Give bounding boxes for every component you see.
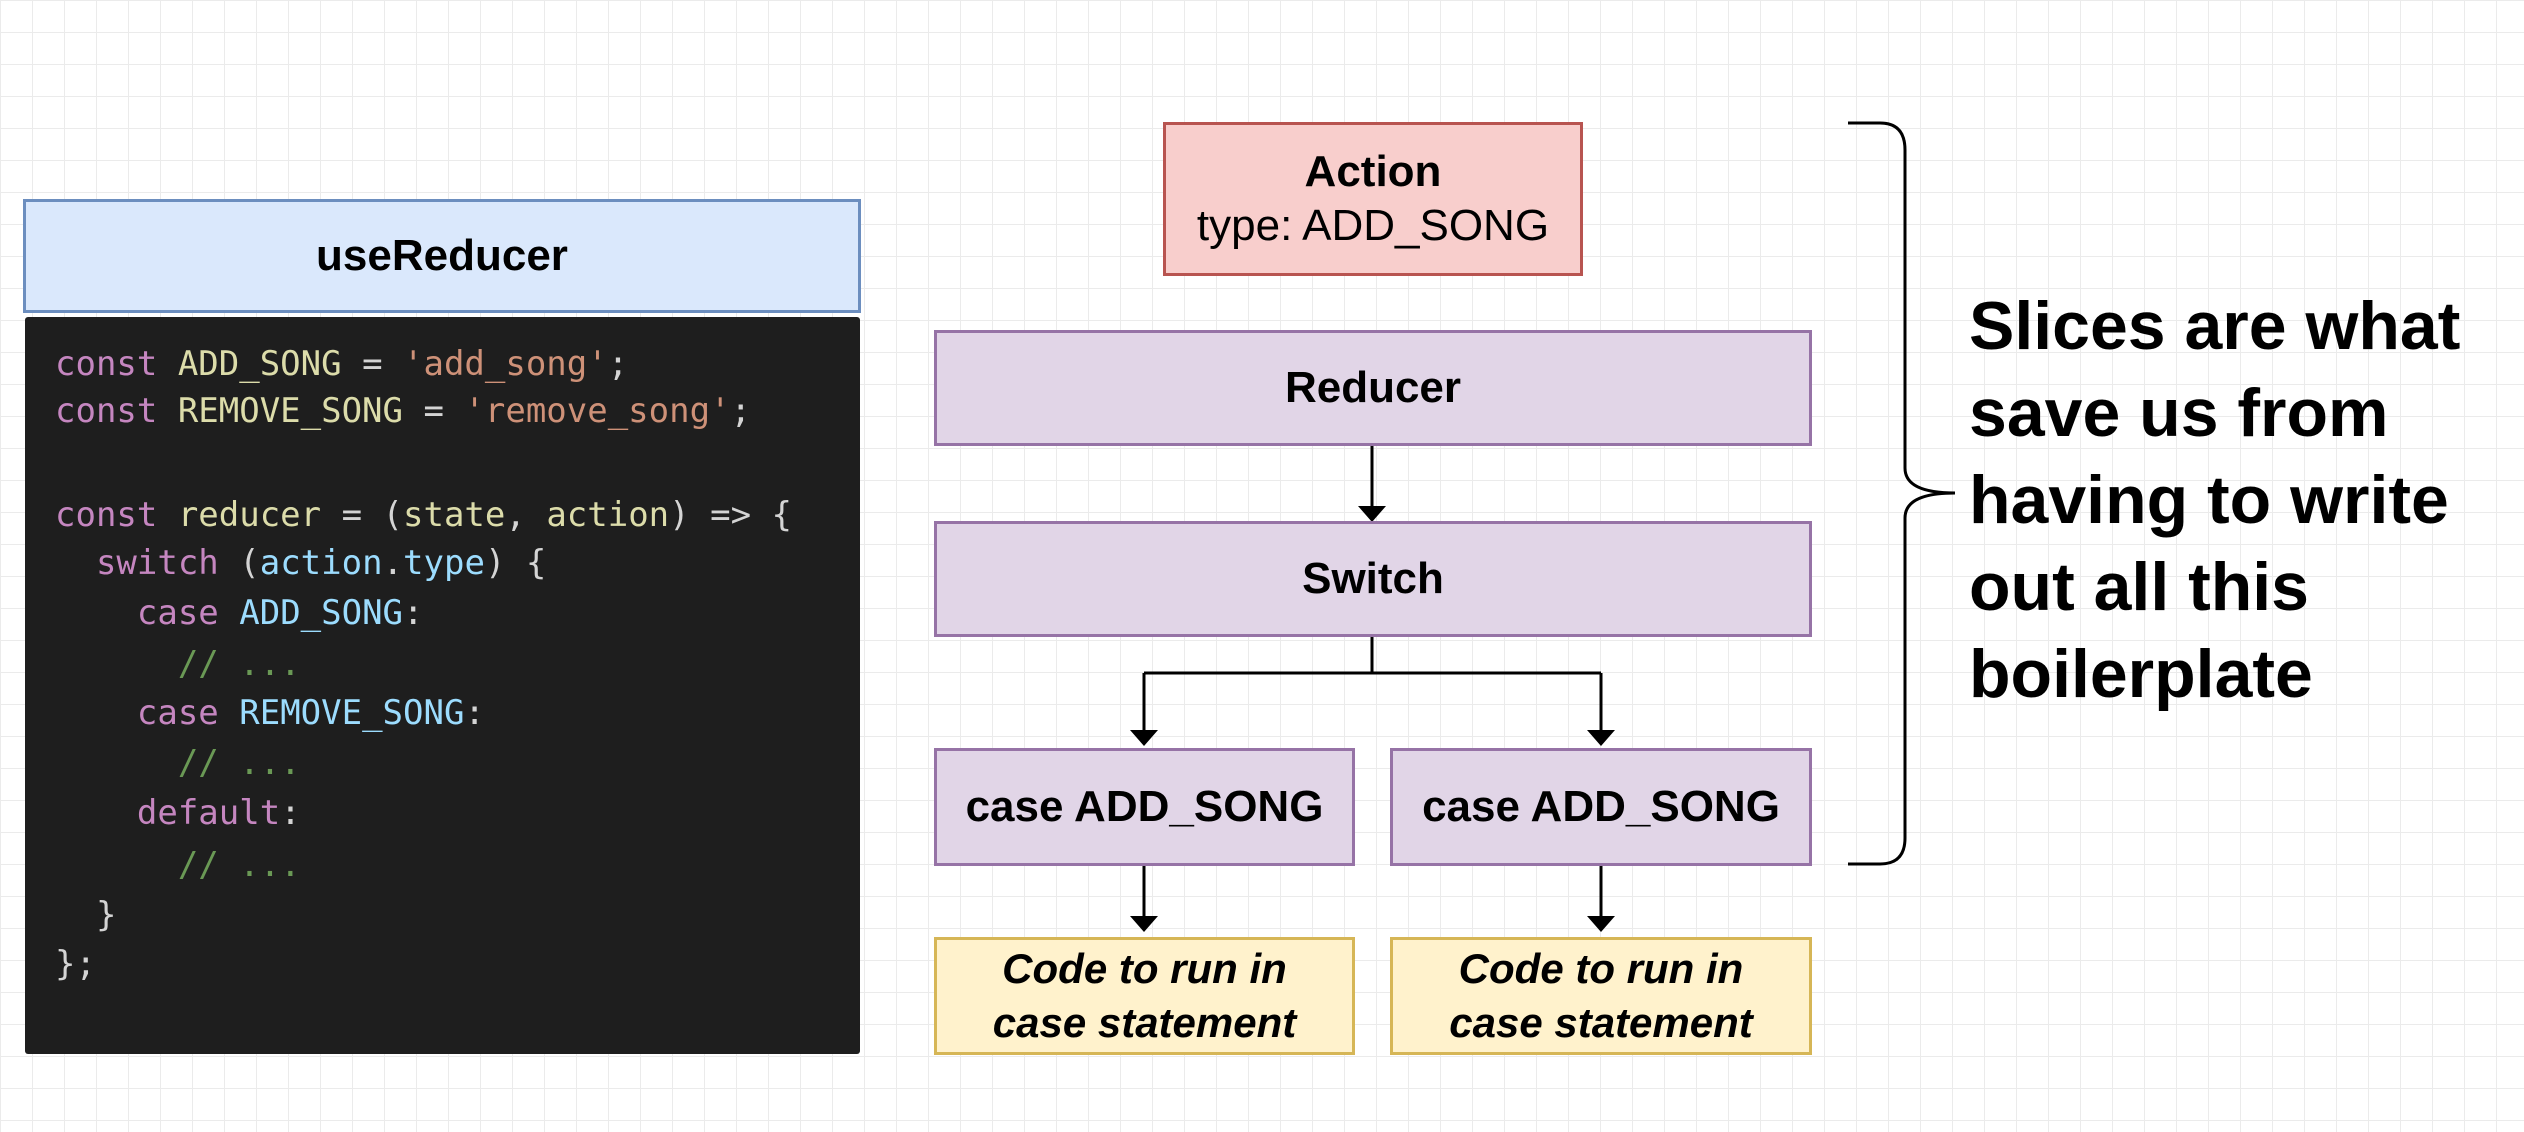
code-token: const <box>55 495 178 535</box>
code-block-title: useReducer <box>23 199 861 313</box>
code-line: switch (action.type) { <box>55 541 546 585</box>
code-panel: const ADD_SONG = 'add_song';const REMOVE… <box>25 317 860 1054</box>
code-token: default <box>136 793 281 833</box>
code-token: : <box>464 693 485 733</box>
arrowhead-case-right <box>1587 730 1615 746</box>
slices-note: Slices are what save us from having to w… <box>1969 288 2461 712</box>
code-token: action <box>546 495 670 535</box>
code-token: REMOVE_SONG <box>177 391 403 431</box>
code-token: ADD_SONG <box>239 593 404 633</box>
code-left-line-2: case statement <box>992 999 1297 1046</box>
action-type: type: ADD_SONG <box>1196 201 1550 250</box>
case-node-right: case ADD_SONG <box>1390 748 1812 866</box>
arrowhead-case-left <box>1130 730 1158 746</box>
switch-node: Switch <box>934 521 1812 637</box>
code-token: : <box>280 793 301 833</box>
code-line: case ADD_SONG: <box>55 591 424 635</box>
code-line: } <box>55 893 116 937</box>
code-line: const reducer = (state, action) => { <box>55 493 792 537</box>
code-token: : <box>403 593 424 633</box>
code-line: // ... <box>55 741 301 785</box>
code-token: 'add_song' <box>403 344 608 384</box>
code-node-left: Code to run in case statement <box>934 937 1355 1055</box>
code-token: ; <box>607 344 629 384</box>
code-line: // ... <box>55 642 301 686</box>
code-line: }; <box>55 942 96 986</box>
case-node-left: case ADD_SONG <box>934 748 1355 866</box>
code-line: default: <box>55 791 301 835</box>
code-token: = ( <box>321 495 404 535</box>
arrow-switch-to-cases <box>1142 637 1603 730</box>
code-token: ADD_SONG <box>177 344 342 384</box>
code-token: } <box>55 895 117 935</box>
code-token: switch <box>95 543 219 583</box>
reducer-node: Reducer <box>934 330 1812 446</box>
code-token: REMOVE_SONG <box>239 693 465 733</box>
code-token: // ... <box>177 644 301 684</box>
action-title: Action <box>1304 147 1442 196</box>
code-left-line-1: Code to run in <box>1002 945 1287 992</box>
code-line: const ADD_SONG = 'add_song'; <box>55 342 628 386</box>
curly-brace <box>1848 121 1956 866</box>
action-node: Action type: ADD_SONG <box>1163 122 1583 276</box>
code-token: // ... <box>177 743 301 783</box>
arrowhead-switch <box>1358 506 1386 522</box>
code-token: = <box>403 391 465 431</box>
code-token: case <box>136 693 240 733</box>
arrowhead-code-left <box>1130 916 1158 932</box>
code-token: action <box>259 543 383 583</box>
code-token: ( <box>218 543 260 583</box>
code-token: const <box>55 391 178 431</box>
code-token: case <box>136 593 240 633</box>
code-token: const <box>55 344 178 384</box>
code-line: // ... <box>55 843 301 887</box>
code-line: const REMOVE_SONG = 'remove_song'; <box>55 389 751 433</box>
code-token: // ... <box>177 845 301 885</box>
code-token: reducer <box>177 495 322 535</box>
code-token: , <box>505 495 547 535</box>
code-line: case REMOVE_SONG: <box>55 691 485 735</box>
code-token: ; <box>730 391 752 431</box>
code-right-line-1: Code to run in <box>1458 945 1744 992</box>
code-node-right: Code to run in case statement <box>1390 937 1812 1055</box>
code-token: = <box>341 344 404 384</box>
code-token: ) => { <box>669 495 792 535</box>
code-token: state <box>403 495 506 535</box>
code-token: ) { <box>484 543 547 583</box>
code-token: type <box>403 543 485 583</box>
code-token: 'remove_song' <box>464 391 731 431</box>
code-right-line-2: case statement <box>1449 999 1753 1046</box>
code-token: }; <box>55 944 96 984</box>
code-token: . <box>382 543 404 583</box>
arrowhead-code-right <box>1587 916 1615 932</box>
